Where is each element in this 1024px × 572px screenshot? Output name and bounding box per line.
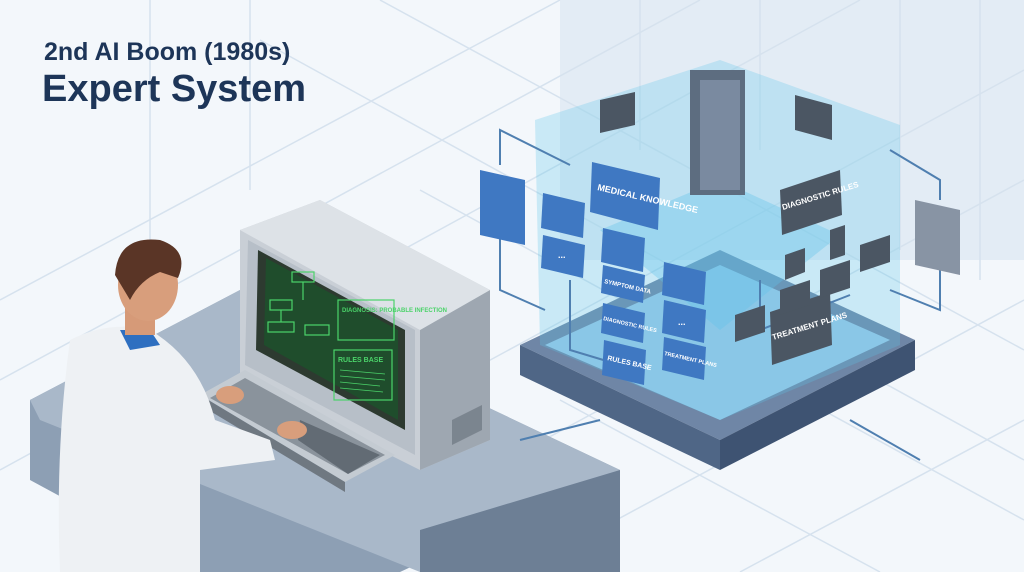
blue-nodes [541, 162, 706, 385]
computer-terminal: DIAGNOSIS: PROBABLE INFECTION RULES BASE [200, 200, 490, 492]
screen-diagnosis-text: DIAGNOSIS: PROBABLE INFECTION [342, 308, 447, 314]
scientist-figure [58, 239, 307, 572]
label-ellipsis-2: ... [678, 317, 686, 327]
label-ellipsis-1: ... [558, 250, 566, 260]
page-title: Expert System [42, 68, 307, 110]
side-panels [480, 170, 960, 275]
screen-rules-base-text: RULES BASE [338, 357, 383, 364]
subtitle: 2nd AI Boom (1980s) [44, 38, 291, 66]
gray-nodes [600, 92, 890, 365]
